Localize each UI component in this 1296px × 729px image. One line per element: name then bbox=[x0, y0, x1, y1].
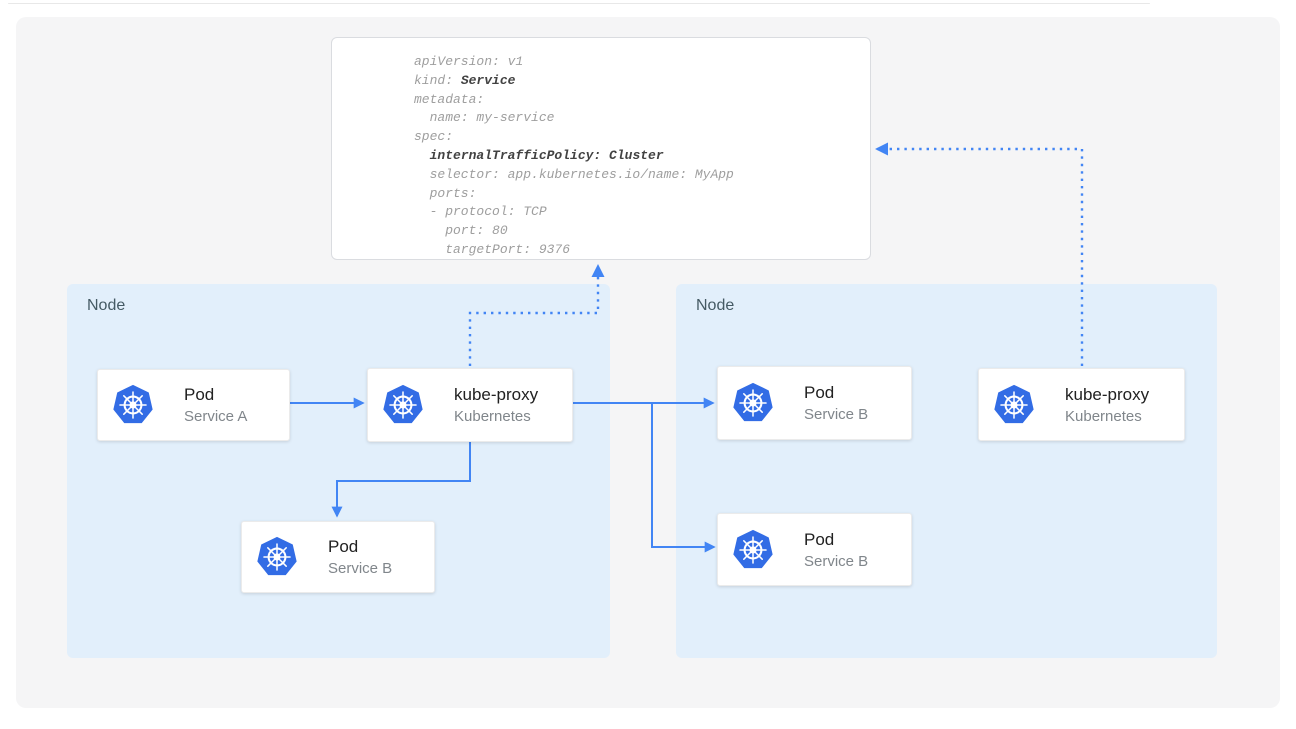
card-subtitle: Service A bbox=[184, 408, 248, 425]
card-title: kube-proxy bbox=[1065, 384, 1150, 404]
card-kube-proxy-right: kube-proxy Kubernetes bbox=[978, 368, 1185, 441]
card-title: Pod bbox=[804, 383, 835, 402]
card-kube-proxy-left: kube-proxy Kubernetes bbox=[367, 368, 573, 442]
kubernetes-icon bbox=[993, 383, 1035, 426]
node-label: Node bbox=[87, 297, 126, 314]
top-divider bbox=[8, 3, 1150, 4]
card-subtitle: Kubernetes bbox=[454, 408, 531, 425]
kubernetes-icon bbox=[256, 536, 298, 578]
kubernetes-icon bbox=[732, 528, 774, 571]
node-box-left: Node bbox=[67, 284, 610, 658]
card-subtitle: Service B bbox=[328, 560, 393, 577]
node-box-right: Node bbox=[676, 284, 1217, 658]
kubernetes-icon bbox=[382, 384, 424, 426]
card-pod-service-b-right-bottom: Pod Service B bbox=[717, 513, 912, 586]
card-title: kube-proxy bbox=[454, 385, 539, 404]
card-title: Pod bbox=[184, 385, 215, 404]
card-pod-service-a: Pod Service A bbox=[97, 369, 290, 441]
card-title: Pod bbox=[328, 537, 359, 556]
node-label: Node bbox=[696, 297, 735, 314]
kubernetes-icon bbox=[732, 382, 774, 424]
card-subtitle: Kubernetes bbox=[1065, 407, 1142, 425]
card-pod-service-b-right-top: Pod Service B bbox=[717, 366, 912, 440]
kubernetes-icon bbox=[112, 384, 154, 426]
card-subtitle: Service B bbox=[804, 552, 869, 570]
card-subtitle: Service B bbox=[804, 406, 869, 423]
card-pod-service-b-left: Pod Service B bbox=[241, 521, 435, 593]
card-title: Pod bbox=[804, 529, 835, 549]
